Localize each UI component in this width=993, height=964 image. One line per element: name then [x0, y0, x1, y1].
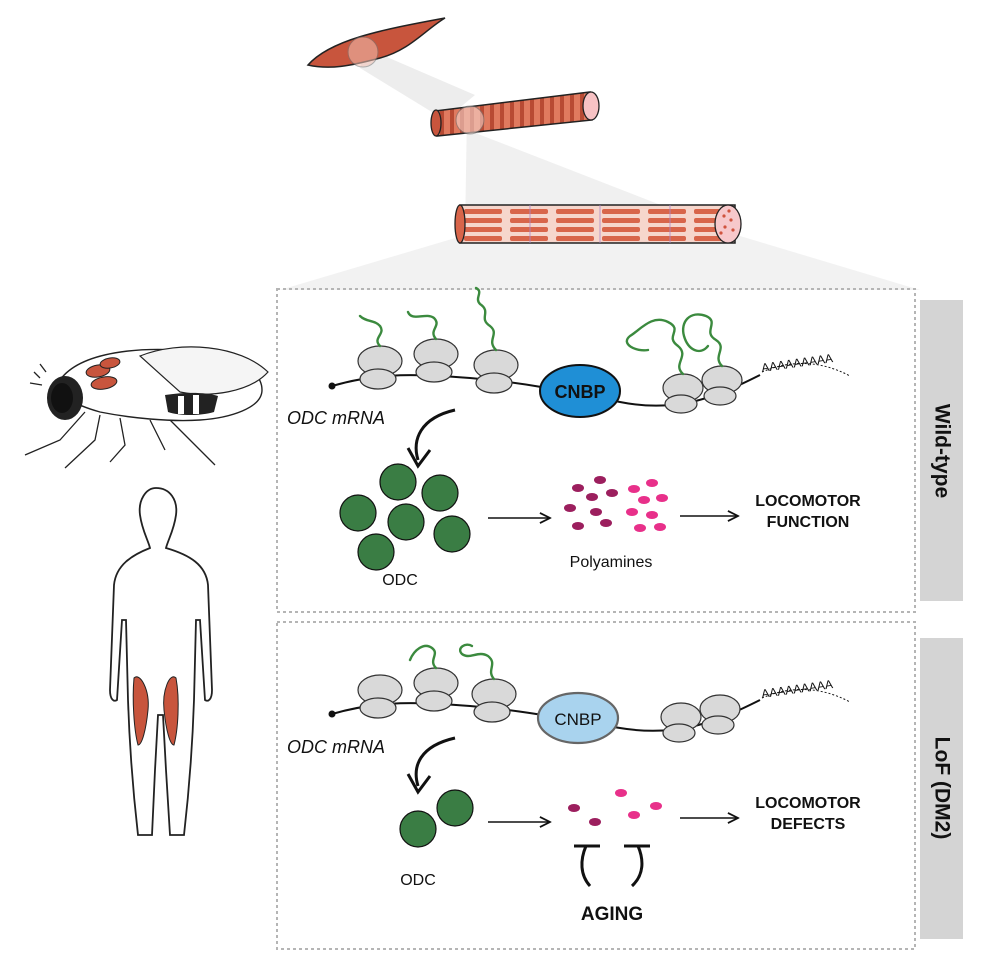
wild-type-content: AAAAAAAAA CNBP ODC mRNA ODC — [287, 286, 953, 589]
muscle-cell — [306, 17, 446, 68]
ribosome — [473, 349, 519, 394]
lof-side-bar — [920, 638, 963, 939]
wild-type-side-label: Wild-type — [930, 404, 953, 498]
wild-type-panel — [276, 288, 916, 613]
ribosome — [699, 694, 741, 735]
aging-label: AGING — [581, 904, 643, 925]
outcome-line-2: DEFECTS — [771, 816, 846, 833]
outcome-line-2: FUNCTION — [767, 514, 850, 531]
nascent-peptide — [358, 286, 724, 376]
zoom-circle-1 — [347, 36, 379, 68]
ribosome — [357, 345, 403, 390]
mrna-label: ODC mRNA — [287, 737, 385, 757]
zoom-cone-2 — [465, 112, 720, 232]
ribosome — [413, 667, 459, 712]
odc-enzymes — [399, 789, 474, 848]
ribosome — [662, 373, 704, 414]
aging-inhibition — [574, 844, 650, 888]
lof-panel — [276, 621, 916, 950]
nascent-peptide — [408, 643, 496, 681]
ribosome — [357, 674, 403, 719]
polyamines-reduced — [568, 789, 662, 826]
polya-tail: AAAAAAAAA — [760, 351, 833, 375]
human-icon — [109, 487, 213, 836]
outcome-line-1: LOCOMOTOR — [755, 493, 861, 510]
odc-enzymes — [339, 463, 471, 571]
zoom-circle-2 — [455, 105, 485, 135]
mrna-label: ODC mRNA — [287, 408, 385, 428]
ribosome — [660, 702, 702, 743]
polya-tail: AAAAAAAAA — [760, 677, 833, 701]
cnbp-label: CNBP — [554, 382, 605, 402]
wild-type-side-bar — [920, 300, 963, 601]
polyamines-label: Polyamines — [570, 554, 653, 571]
zoom-cone-3 — [280, 236, 920, 290]
odc-label: ODC — [382, 572, 418, 589]
mrna-cap — [328, 710, 336, 718]
odc-label: ODC — [400, 872, 436, 889]
cnbp-protein-reduced — [536, 691, 620, 745]
muscle-hierarchy — [280, 17, 920, 290]
cnbp-protein — [539, 364, 621, 418]
translation-arrow — [414, 408, 456, 461]
ribosome — [413, 338, 459, 383]
outcome-line-1: LOCOMOTOR — [755, 795, 861, 812]
ribosome — [701, 365, 743, 406]
polyamines — [564, 476, 668, 532]
drosophila-icon — [24, 346, 269, 469]
zoom-cone-1 — [360, 48, 475, 120]
mrna-cap — [328, 382, 336, 390]
ribosome — [471, 678, 517, 723]
lof-content: AAAAAAAAA CNBP ODC mRNA ODC AGING LOCOMO… — [287, 643, 953, 925]
translation-arrow — [414, 736, 456, 787]
myofibril — [454, 204, 742, 244]
cnbp-label: CNBP — [554, 710, 601, 729]
panel-frames — [276, 288, 963, 950]
lof-side-label: LoF (DM2) — [930, 737, 953, 840]
